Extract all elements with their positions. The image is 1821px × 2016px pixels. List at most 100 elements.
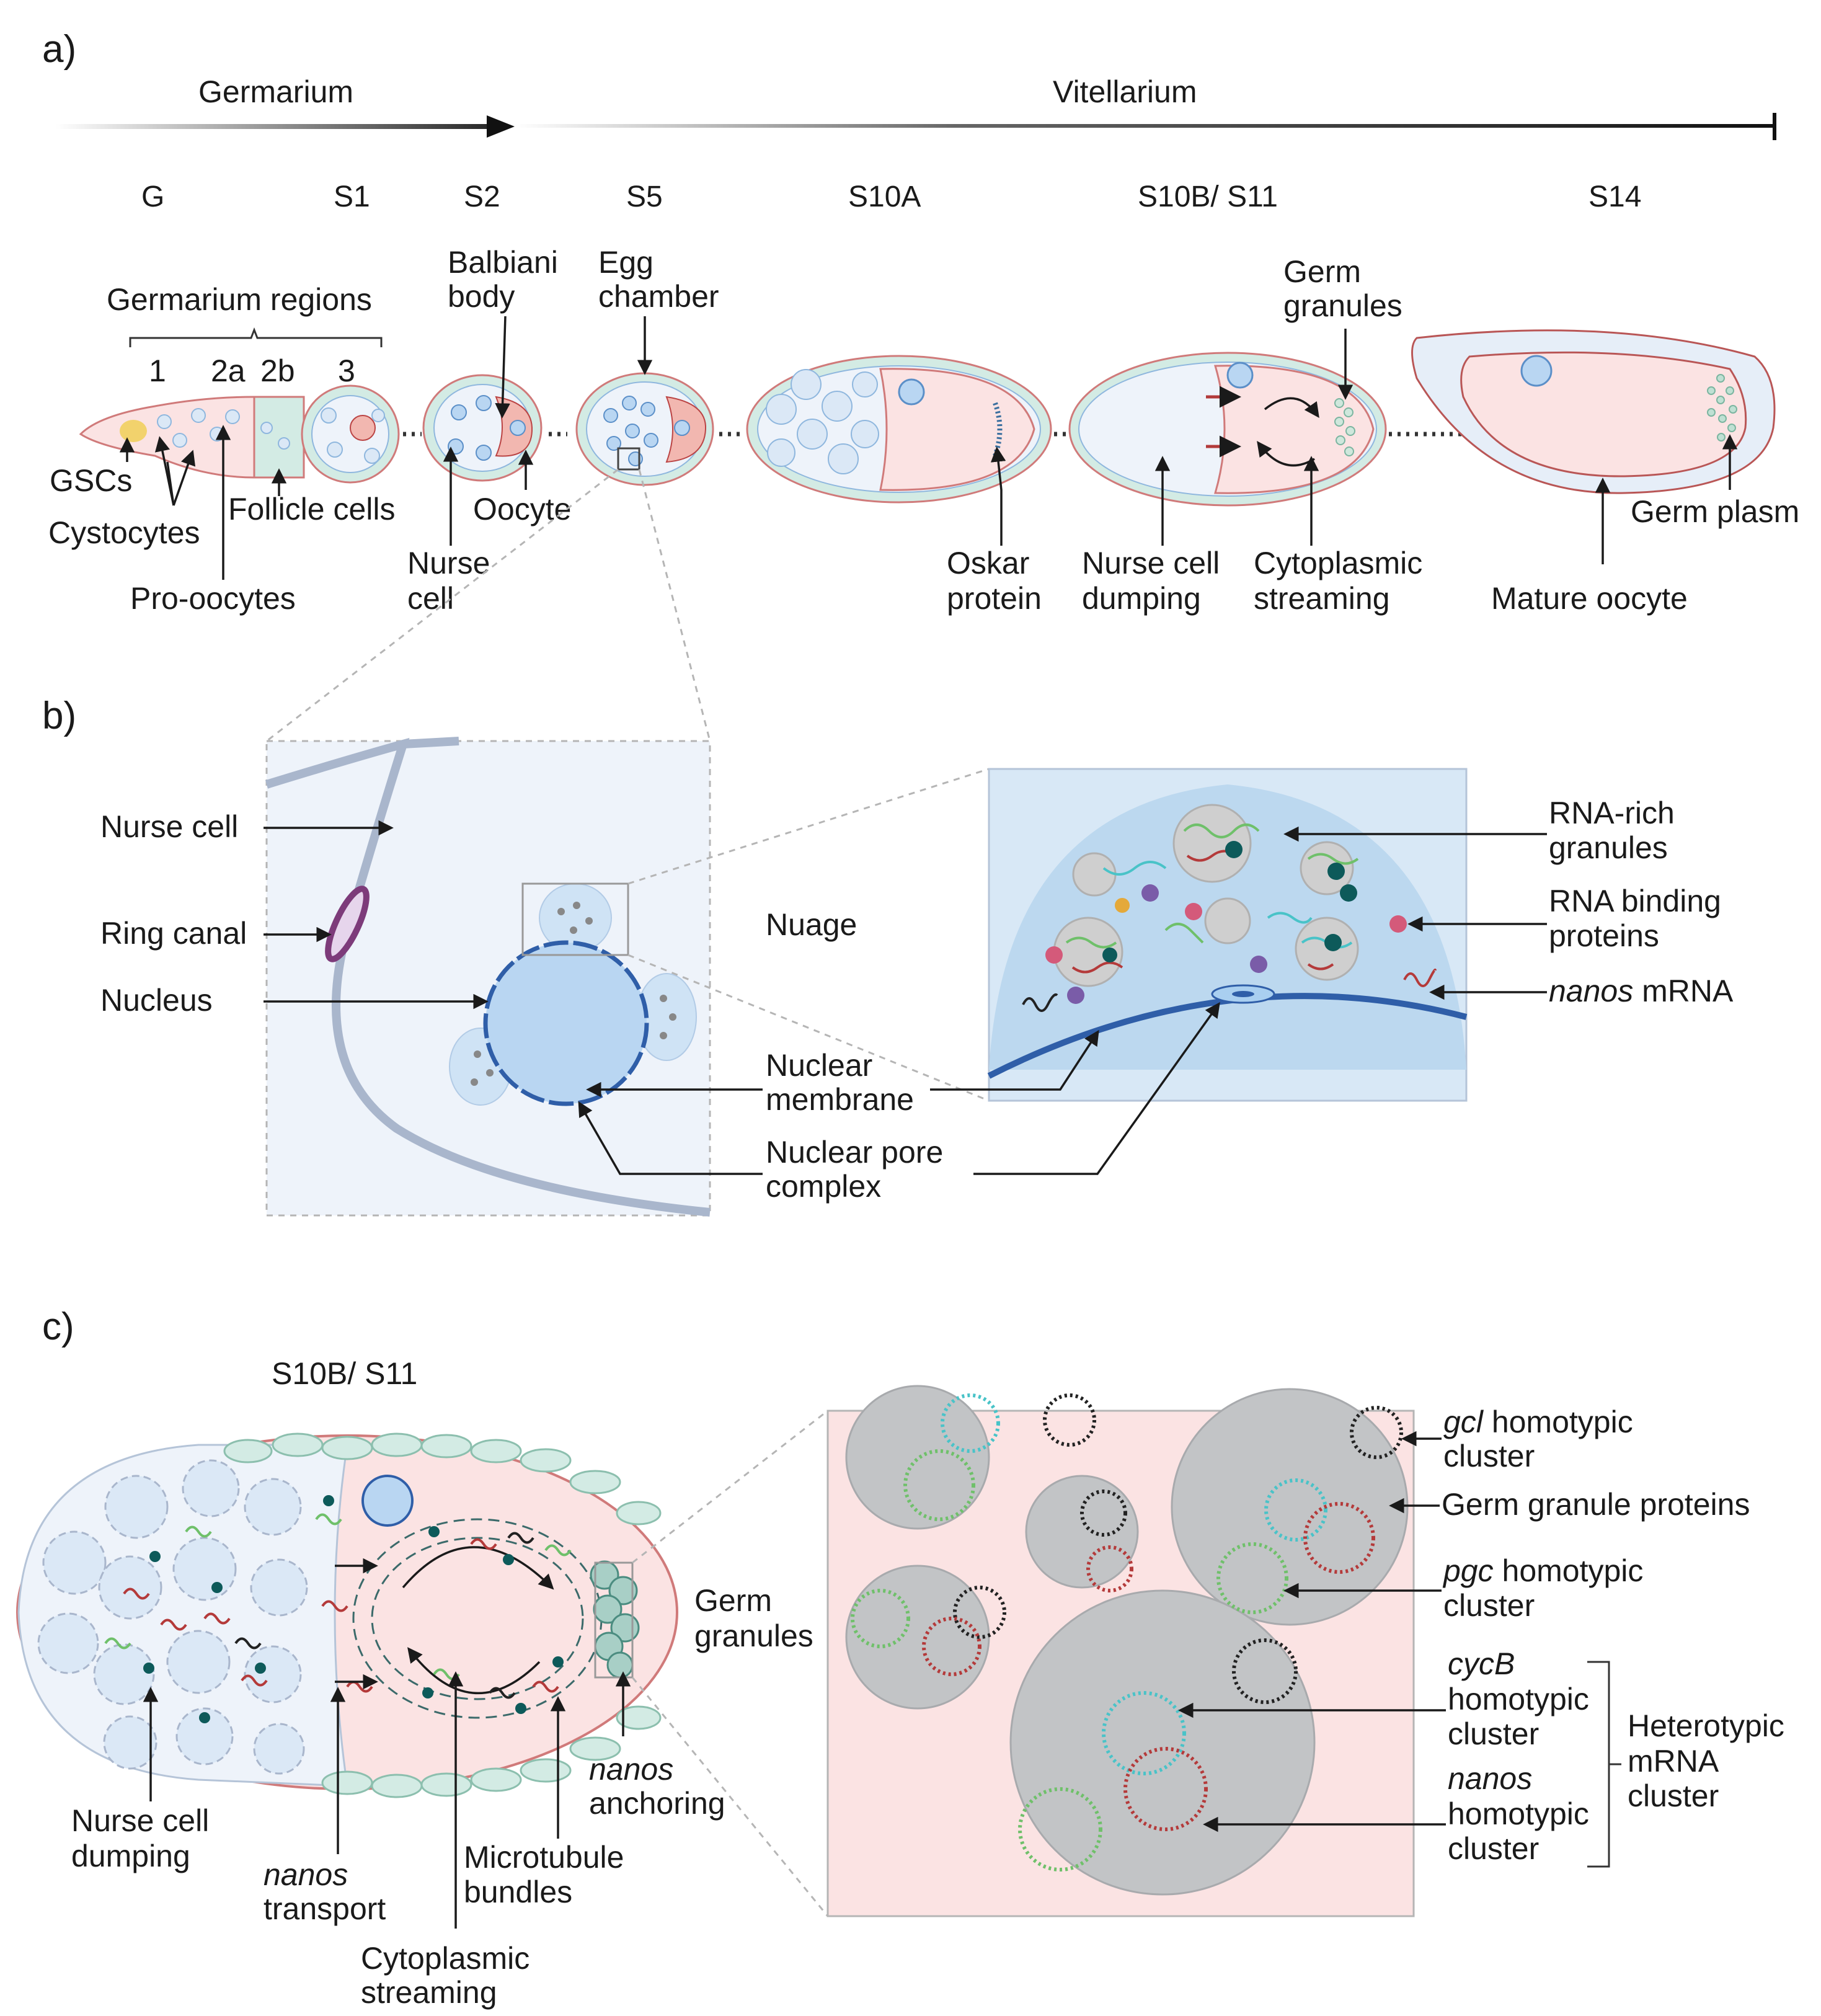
cs-label-2: streaming: [1254, 581, 1390, 616]
stage-label: G: [141, 180, 164, 213]
nanos-mrna-label: nanos mRNA: [1549, 974, 1734, 1008]
germ-plasm-label: Germ plasm: [1631, 494, 1799, 529]
hetero-label-2: mRNA: [1628, 1744, 1719, 1778]
hetero-label-1: Heterotypic: [1628, 1708, 1784, 1743]
cystocytes-arrow-2: [172, 450, 196, 506]
ncd-label-c-1: Nurse cell: [71, 1803, 209, 1838]
pgc-italic: pgc: [1442, 1553, 1494, 1588]
mature-oocyte-label: Mature oocyte: [1491, 581, 1688, 616]
zoom-line: [266, 468, 619, 742]
egg-chamber-label-1: Egg: [598, 245, 654, 280]
npc-arrow-left: [578, 1101, 763, 1175]
nuage-zoom: RNA-rich granules RNA binding proteins n…: [987, 768, 1734, 1102]
egg-chamber-s2: Balbiani body Oocyte Nurse cell: [407, 245, 571, 616]
pgc-rest: homotypic: [1494, 1553, 1644, 1588]
npc-arrow-right: [973, 1002, 1220, 1175]
cs-label-c-2: streaming: [361, 1975, 497, 2010]
s10b-germ-granules-label-2: granules: [1283, 288, 1402, 323]
egg-chamber-s10b: Germ granules Nurse cell dumping Cytopla…: [1068, 254, 1422, 616]
ggp-label: Germ granule proteins: [1442, 1487, 1750, 1522]
cycb-label-1: cycB: [1448, 1646, 1515, 1681]
nuclear-membrane-label-1: Nuclear: [766, 1048, 872, 1083]
ncd-label-c-2: dumping: [71, 1839, 190, 1873]
gcl-label: gcl homotypic: [1443, 1405, 1633, 1439]
pro-oocytes-label: Pro-oocytes: [130, 581, 296, 616]
stage-label: S1: [334, 180, 370, 213]
balbiani-label-2: body: [448, 279, 515, 314]
nurse-cell-zoom-box: [265, 740, 711, 1217]
nuage-zoom-box: [521, 882, 629, 956]
timeline: Germarium Vitellarium: [56, 74, 1776, 140]
region-number: 1: [149, 353, 166, 388]
rna-binding-proteins: [1045, 841, 1407, 1004]
germarium-arrowhead: [487, 115, 515, 138]
follicle-cells-large: [223, 1432, 662, 1798]
oskar-arrow: [990, 446, 1006, 546]
rbp-label-2: proteins: [1549, 918, 1659, 953]
zoom-line: [638, 469, 711, 742]
germarium-label: Germarium: [198, 74, 353, 109]
stage-label-c: S10B/ S11: [272, 1356, 417, 1391]
cs-label-1: Cytoplasmic: [1254, 546, 1422, 580]
cell-membrane-left: [265, 737, 711, 1217]
gcl-rest: homotypic: [1483, 1405, 1633, 1439]
egg-chamber-s5: Egg chamber: [575, 245, 719, 486]
pgc-label-2: cluster: [1443, 1588, 1535, 1623]
germarium-regions-label: Germarium regions: [107, 282, 372, 317]
mrna-text: mRNA: [1633, 974, 1734, 1008]
panel-label-b: b): [42, 695, 76, 737]
mt-label-2: bundles: [464, 1875, 572, 1909]
nanos-italic: nanos: [1549, 974, 1633, 1008]
mt-label-1: Microtubule: [464, 1840, 624, 1875]
cystocytes-label: Cystocytes: [48, 515, 200, 550]
nuclear-membrane-label-2: membrane: [766, 1082, 914, 1117]
heterotypic-bracket: [1587, 1661, 1621, 1868]
ncd-label-1: Nurse cell: [1082, 546, 1220, 580]
region-number: 3: [338, 353, 355, 388]
gsc-cluster: [120, 420, 147, 442]
granule-zoom-box: [594, 1561, 634, 1679]
ncd-label-2: dumping: [1082, 581, 1201, 616]
egg-chamber-label-2: chamber: [598, 279, 719, 314]
s10b-egg-chamber-large: [16, 1432, 678, 1798]
mrna-particles-c: [104, 1513, 572, 1699]
rna-rich-label-2: granules: [1549, 830, 1668, 865]
npc-label-1: Nuclear pore: [766, 1135, 943, 1170]
nurse-cell-label-b: Nurse cell: [100, 809, 238, 844]
stage-label: S2: [464, 180, 500, 213]
zoom-line: [627, 954, 990, 1102]
nucleus-label: Nucleus: [100, 983, 213, 1018]
panel-label-c: c): [42, 1305, 74, 1348]
cell-membrane-top: [402, 737, 459, 748]
nanos-transport-label-2: transport: [264, 1891, 386, 1926]
gcl-italic: gcl: [1443, 1405, 1484, 1439]
follicle-cells-label: Follicle cells: [228, 492, 396, 526]
germ-granules-label-c-2: granules: [694, 1619, 813, 1653]
region-number: 2a: [211, 353, 246, 388]
region-3-oocyte: [350, 415, 376, 441]
ring-canal: [325, 886, 370, 962]
homotypic-clusters: [851, 1393, 1403, 1872]
region-2b: [253, 396, 305, 479]
streaming-arrow-top-c: [402, 1546, 554, 1590]
germarium-timeline-bar: [56, 124, 502, 129]
mature-oocyte-s14: Germ plasm Mature oocyte: [1411, 329, 1799, 616]
germarium-cells: [157, 407, 385, 464]
gscs-label: GSCs: [50, 463, 132, 498]
germarium-brace: [129, 327, 383, 347]
germ-granules-label-c-1: Germ: [694, 1583, 772, 1618]
balbiani-arrow: [495, 316, 510, 419]
granule-dots: [471, 902, 676, 1086]
nucleus-circle: [483, 940, 649, 1106]
zoom-line: [631, 1677, 829, 1917]
cystocytes-arrow-1: [154, 436, 175, 506]
stage-label: S14: [1588, 180, 1641, 213]
cycb-label-2: homotypic: [1448, 1682, 1589, 1716]
egg-chamber-s10a: Oskar protein: [746, 355, 1052, 616]
nanos-cluster-label-3: cluster: [1448, 1831, 1539, 1866]
s14-nucleus: [1520, 355, 1553, 387]
streaming-arrow-top: [1264, 397, 1319, 419]
oocyte-nucleus-large: [361, 1475, 414, 1527]
germarium: Germarium regions 1 2a 2b 3 GSCs Cystocy…: [48, 282, 400, 616]
